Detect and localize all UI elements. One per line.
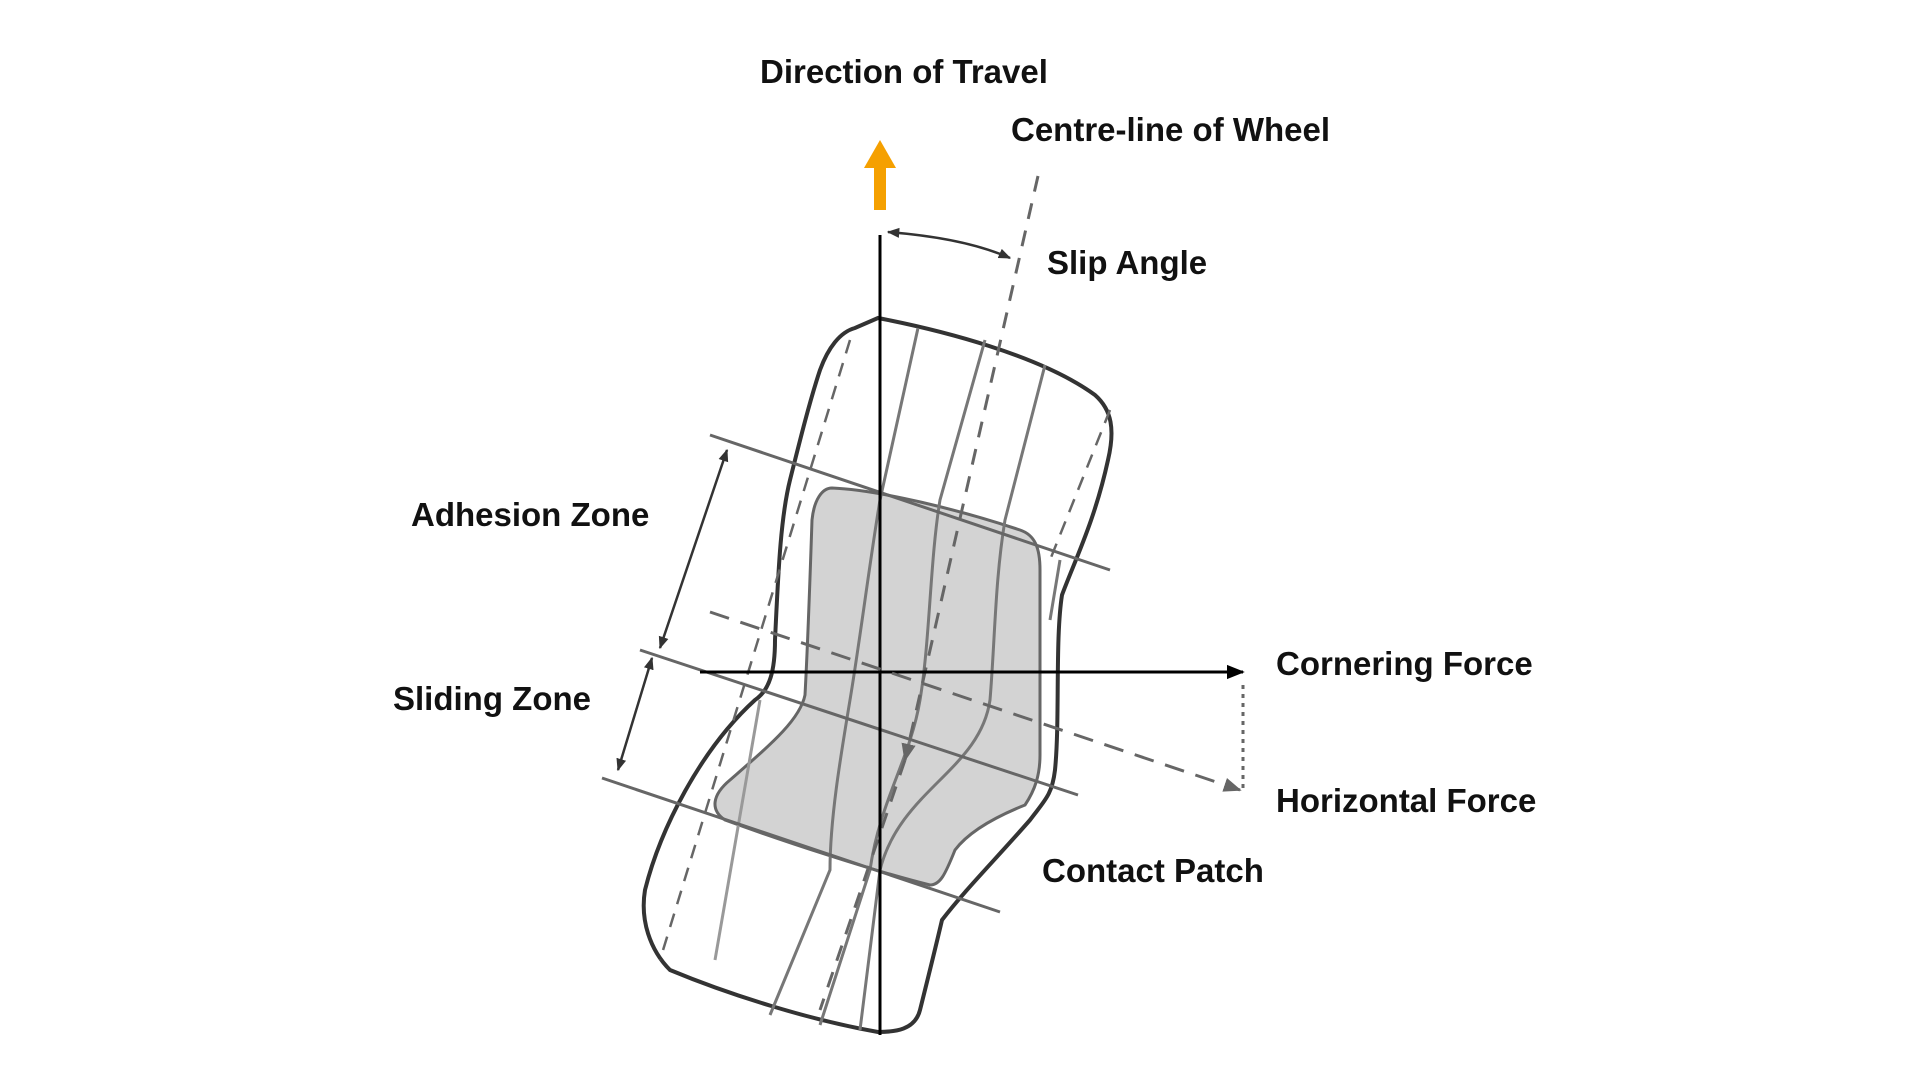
- label-adhesion-zone: Adhesion Zone: [411, 496, 649, 533]
- tread-line: [768, 327, 920, 1016]
- label-horizontal-force: Horizontal Force: [1276, 782, 1536, 819]
- centre-line-of-wheel: [901, 175, 1040, 762]
- label-slip-angle: Slip Angle: [1047, 244, 1207, 281]
- label-contact-patch: Contact Patch: [1042, 852, 1264, 889]
- tyre-dashed-edge: [658, 339, 852, 961]
- label-centre-line: Centre-line of Wheel: [1011, 111, 1330, 148]
- direction-of-travel-arrow: [864, 140, 896, 210]
- sliding-zone-bottom-line: [601, 776, 1001, 914]
- adhesion-zone-dimension-arrow: [658, 448, 729, 650]
- slip-angle-arc: [886, 227, 1012, 260]
- label-direction-of-travel: Direction of Travel: [760, 53, 1048, 90]
- tread-line: [1048, 559, 1062, 621]
- tread-line: [858, 364, 1047, 1031]
- zone-divider-line: [639, 648, 1079, 797]
- sliding-zone-dimension-arrow: [616, 656, 654, 772]
- horizontal-force-arrow: [709, 610, 1242, 792]
- tread-line: [713, 699, 762, 961]
- adhesion-zone-top-line: [709, 433, 1111, 572]
- label-sliding-zone: Sliding Zone: [393, 680, 591, 717]
- label-cornering-force: Cornering Force: [1276, 645, 1533, 682]
- tyre-dashed-edge: [1048, 409, 1112, 561]
- contact-patch: [713, 486, 1042, 887]
